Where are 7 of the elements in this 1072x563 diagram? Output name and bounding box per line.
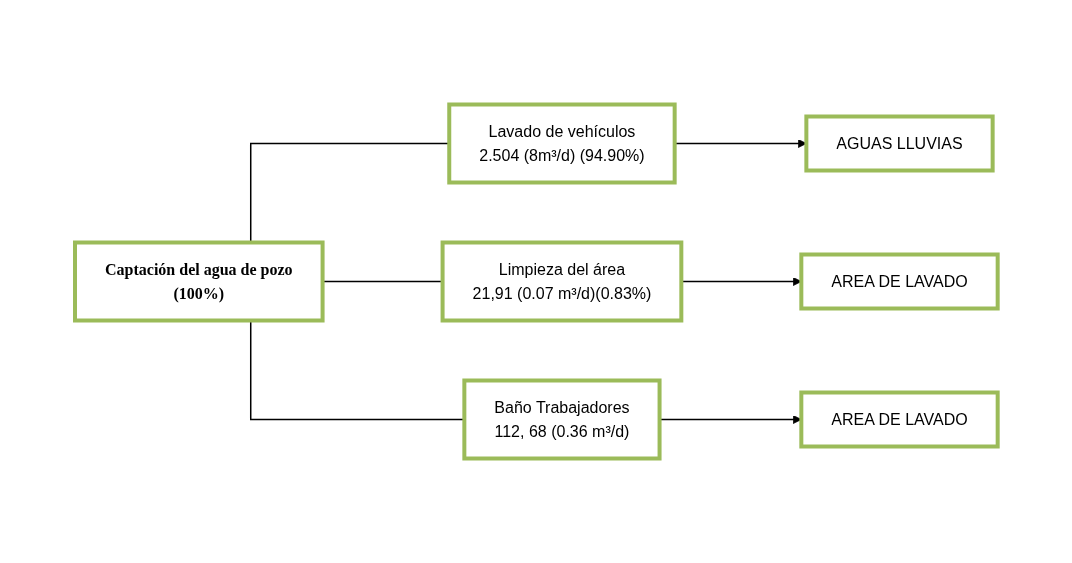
node-box: Limpieza del área 21,91 (0.07 m³/d)(0.83%) <box>440 240 683 323</box>
node-box: Baño Trabajadores 112, 68 (0.36 m³/d) <box>462 378 662 461</box>
node-box: Lavado de vehículos 2.504 (8m³/d) (94.90%) <box>446 102 677 185</box>
node-box: AREA DE LAVADO <box>799 390 1000 449</box>
node-box: AREA DE LAVADO <box>799 252 1000 311</box>
node-box: Captación del agua de pozo (100%) <box>72 240 325 323</box>
node-box: AGUAS LLUVIAS <box>804 114 995 173</box>
